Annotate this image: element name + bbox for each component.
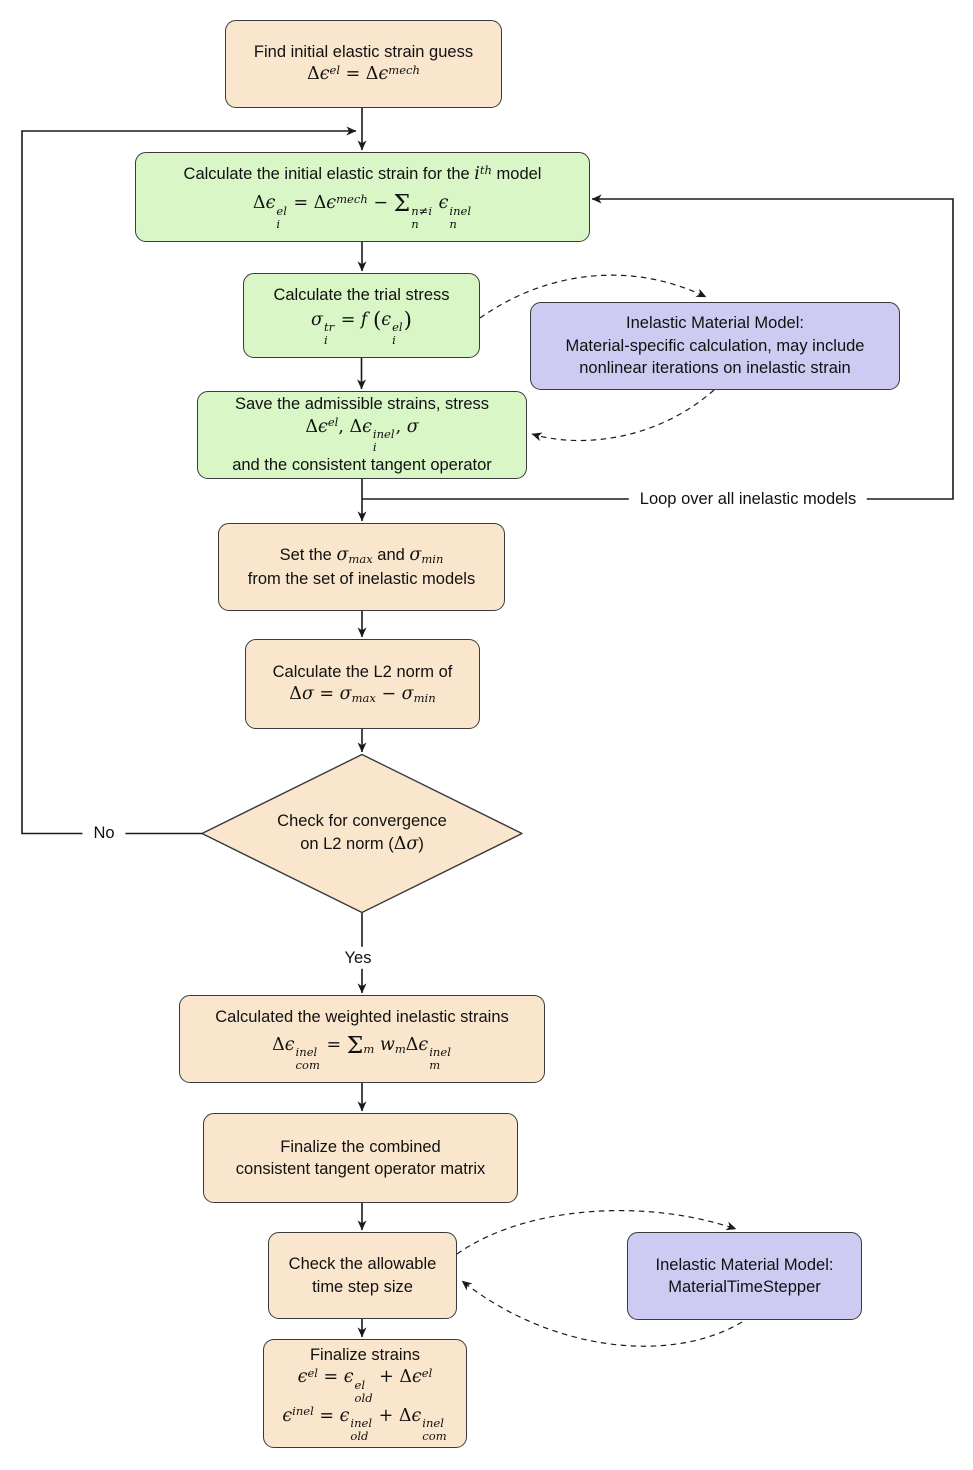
node-line: Find initial elastic strain guess bbox=[253, 42, 474, 61]
yes-label: Yes bbox=[333, 946, 383, 970]
check-time-step: Check the allowable time step size bbox=[268, 1232, 457, 1319]
node-line: Finalize strains bbox=[309, 1346, 421, 1364]
node-line: Calculated the weighted inelastic strain… bbox=[215, 1008, 509, 1027]
check-convergence: Check for convergence on L2 norm (Δσ) bbox=[242, 795, 482, 872]
node-line: Inelastic Material Model: bbox=[626, 314, 804, 333]
no-label: No bbox=[82, 821, 126, 845]
set-sigma-max-min: Set the σmax and σmin from the set of ine… bbox=[218, 523, 505, 611]
node-line: time step size bbox=[312, 1277, 413, 1296]
node-line: Calculate the initial elastic strain for… bbox=[183, 162, 542, 185]
inelastic-material-model-iterations: Inelastic Material Model: Material-specif… bbox=[530, 302, 900, 390]
calc-weighted-inelastic-strains: Calculated the weighted inelastic strain… bbox=[179, 995, 545, 1083]
node-line: Set the σmax and σmin bbox=[279, 544, 444, 566]
node-line: consistent tangent operator matrix bbox=[235, 1160, 486, 1178]
node-line: Δϵel = Δϵmech bbox=[307, 62, 420, 85]
node-line: Calculate the L2 norm of bbox=[272, 662, 453, 681]
loop-label: Loop over all inelastic models bbox=[628, 487, 868, 511]
node-line: from the set of inelastic models bbox=[247, 569, 476, 588]
decision-diamond bbox=[201, 753, 523, 914]
node-line: Material-specific calculation, may inclu… bbox=[565, 336, 865, 355]
node-line: Check the allowable bbox=[288, 1255, 437, 1274]
edge-stepper-to-timestep-dashed bbox=[461, 1280, 743, 1347]
node-line: Check for convergence bbox=[277, 812, 447, 831]
node-line: Save the admissible strains, stress bbox=[234, 395, 490, 414]
node-line: and the consistent tangent operator bbox=[232, 456, 492, 475]
edge-model-to-save-dashed bbox=[531, 389, 715, 442]
calc-l2-norm: Calculate the L2 norm of Δσ = σmax − σmin bbox=[245, 639, 480, 729]
calc-initial-elastic-strain: Calculate the initial elastic strain for… bbox=[135, 152, 590, 242]
node-line: Calculate the trial stress bbox=[273, 285, 450, 304]
node-line: Inelastic Material Model: bbox=[655, 1255, 834, 1274]
edge-timestep-to-stepper-dashed bbox=[456, 1209, 737, 1255]
node-line: MaterialTimeStepper bbox=[668, 1278, 821, 1296]
node-line: Δσ = σmax − σmin bbox=[289, 684, 436, 706]
finalize-combined-tangent: Finalize the combined consistent tangent … bbox=[203, 1113, 518, 1203]
node-line: Finalize the combined bbox=[280, 1137, 441, 1156]
node-line: on L2 norm (Δσ) bbox=[300, 833, 424, 854]
inelastic-material-model-timestepper: Inelastic Material Model: MaterialTimeSte… bbox=[627, 1232, 862, 1320]
node-line: nonlinear iterations on inelastic strain bbox=[579, 359, 851, 378]
